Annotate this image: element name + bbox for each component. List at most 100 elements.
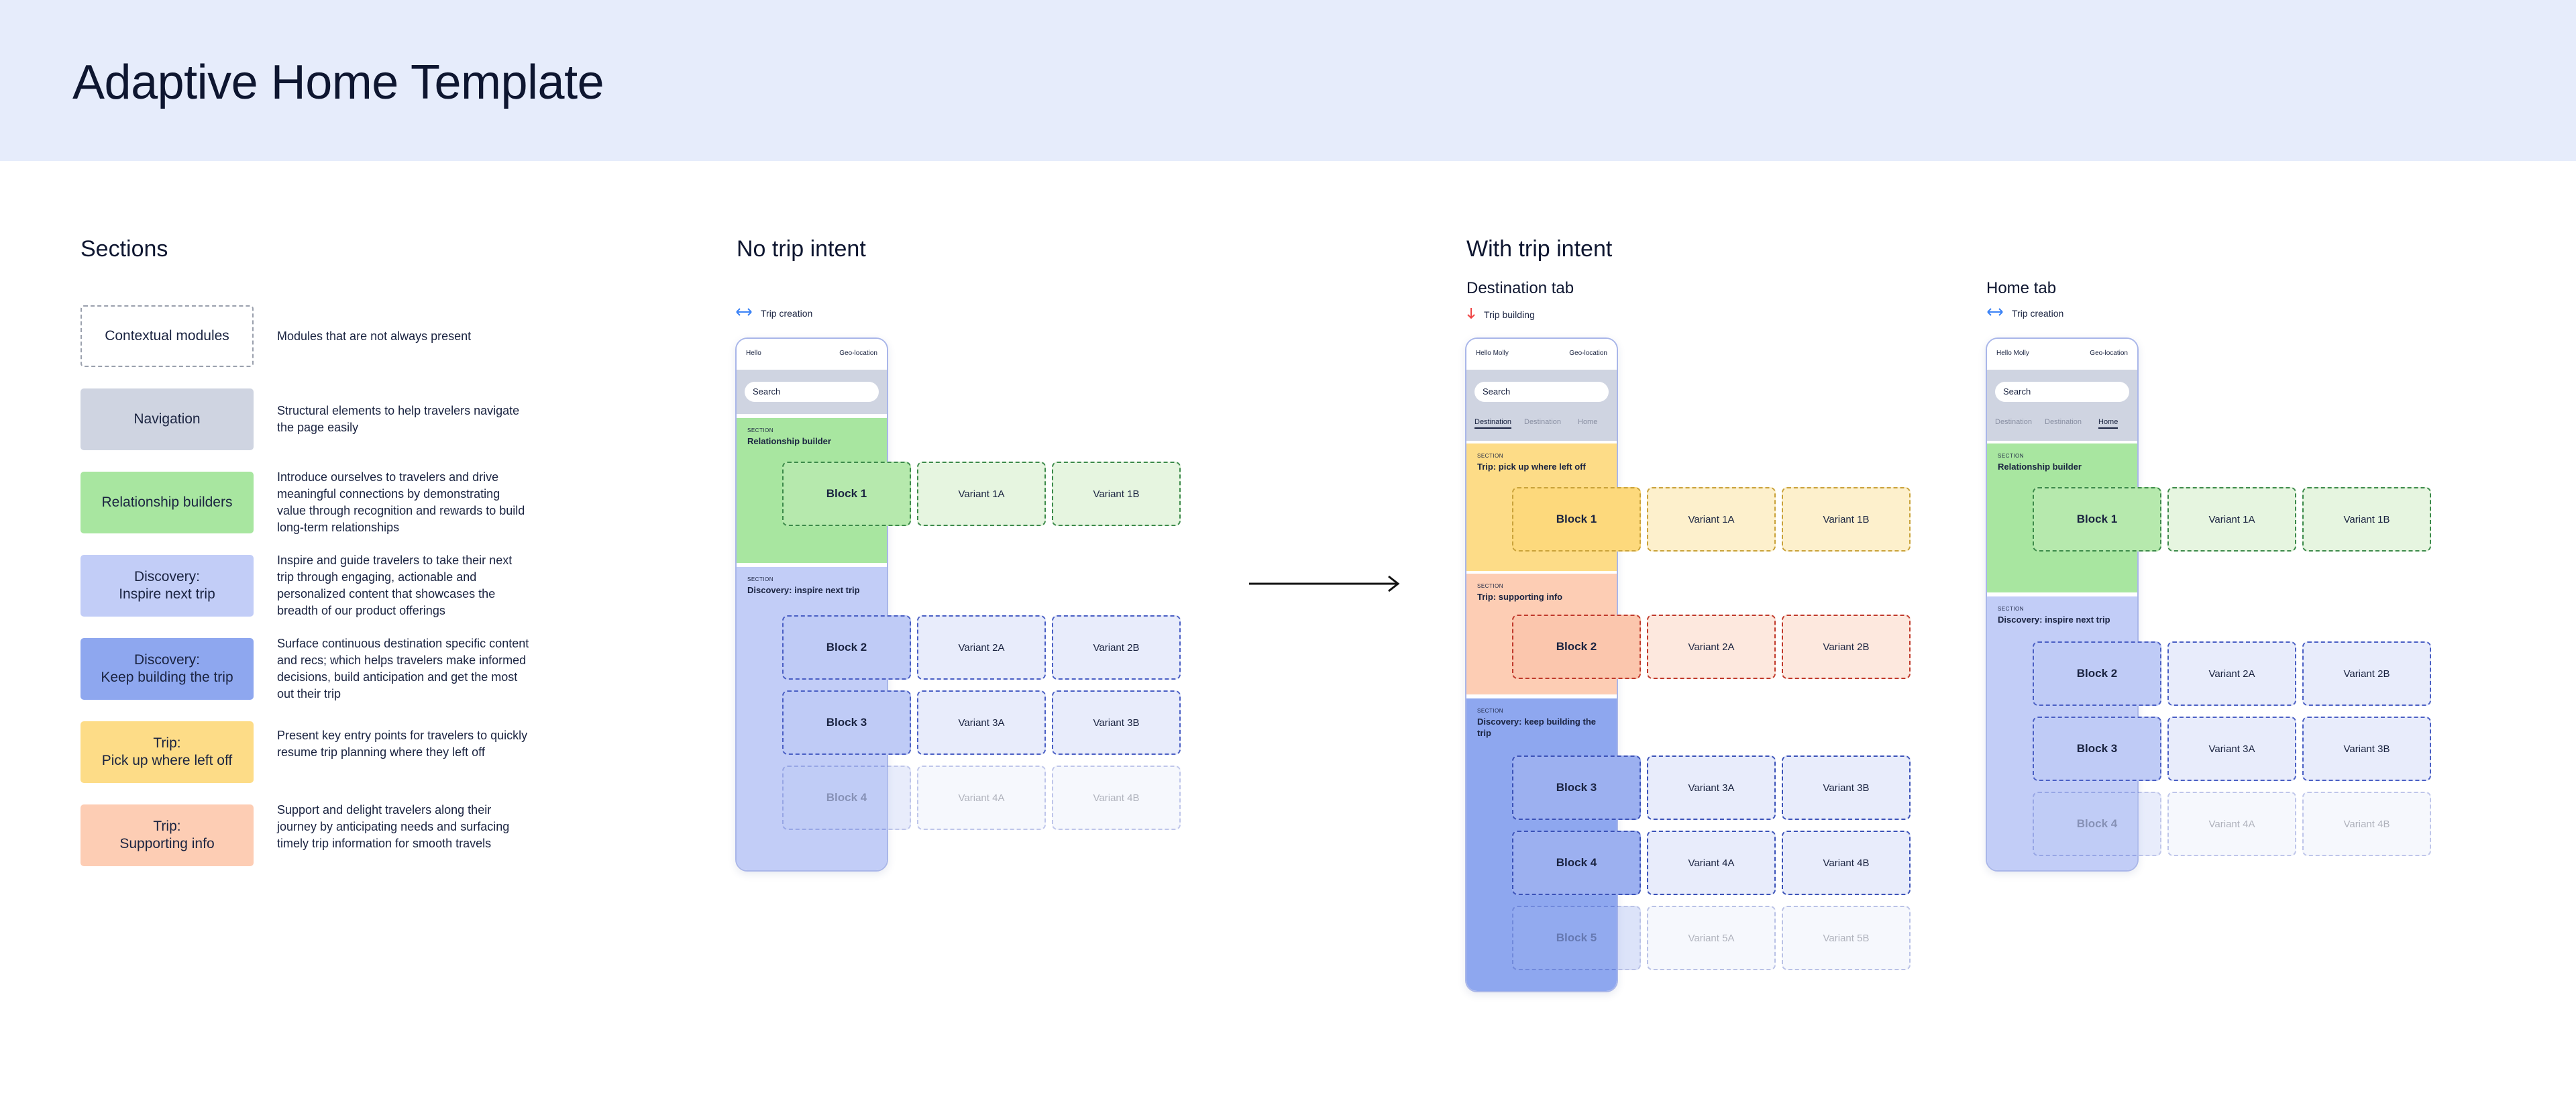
navigation-area: Search Destination Destination Home bbox=[1466, 370, 1617, 441]
search-input[interactable]: Search bbox=[745, 382, 879, 402]
section-caption: SECTION bbox=[1477, 583, 1504, 589]
section-name: Discovery: keep building the trip bbox=[1477, 717, 1596, 738]
variant-block: Variant 5A bbox=[1647, 906, 1776, 970]
tab-destination[interactable]: Destination bbox=[1995, 418, 2033, 426]
page-title: Adaptive Home Template bbox=[72, 56, 604, 109]
section-name: Trip: supporting info bbox=[1477, 592, 1563, 602]
content-block: Block 1 bbox=[1512, 487, 1641, 552]
legend-swatch: Relationship builders bbox=[80, 472, 254, 533]
variant-block: Variant 5B bbox=[1782, 906, 1911, 970]
legend-description: Inspire and guide travelers to take thei… bbox=[277, 554, 513, 617]
with-trip-title: With trip intent bbox=[1466, 236, 1613, 262]
section-caption: SECTION bbox=[1998, 453, 2025, 459]
tab-destination-2[interactable]: Destination bbox=[1524, 418, 1562, 426]
section-name: Trip: pick up where left off bbox=[1477, 462, 1586, 472]
legend-swatch: Contextual modules bbox=[80, 305, 254, 367]
variant-block: Variant 3B bbox=[1052, 690, 1181, 755]
content-block: Block 5 bbox=[1512, 906, 1641, 970]
navigation-area: Search bbox=[737, 370, 887, 414]
intent-label: Trip creation bbox=[761, 307, 813, 319]
section-name: Discovery: inspire next trip bbox=[747, 585, 860, 595]
no-trip-title: No trip intent bbox=[737, 236, 866, 262]
variant-block: Variant 2B bbox=[1052, 615, 1181, 680]
content-block: Block 2 bbox=[1512, 615, 1641, 679]
variant-block: Variant 1A bbox=[917, 462, 1046, 526]
geo-location: Geo-location bbox=[1569, 350, 1607, 357]
section-name: Relationship builder bbox=[747, 436, 831, 446]
destination-intent: Trip building bbox=[1466, 307, 1535, 321]
variant-block: Variant 2B bbox=[2302, 641, 2431, 706]
content-block: Block 1 bbox=[782, 462, 911, 526]
intent-label: Trip building bbox=[1484, 309, 1535, 320]
greeting: Hello Molly bbox=[1476, 350, 1509, 357]
variant-block: Variant 1A bbox=[2167, 487, 2296, 552]
variant-block: Variant 4A bbox=[2167, 792, 2296, 856]
variant-block: Variant 1A bbox=[1647, 487, 1776, 552]
content-block: Block 3 bbox=[1512, 755, 1641, 820]
legend-description: Modules that are not always present bbox=[277, 329, 472, 343]
variant-block: Variant 1B bbox=[2302, 487, 2431, 552]
legend-swatch: Navigation bbox=[80, 388, 254, 450]
variant-block: Variant 2A bbox=[917, 615, 1046, 680]
content-block: Block 1 bbox=[2033, 487, 2161, 552]
no-trip-intent: Trip creation bbox=[735, 307, 812, 319]
variant-block: Variant 3B bbox=[1782, 755, 1911, 820]
content-block: Block 3 bbox=[2033, 717, 2161, 781]
legend-swatch: Trip: Pick up where left off bbox=[80, 721, 254, 783]
variant-block: Variant 4B bbox=[1782, 831, 1911, 895]
tab-destination-2[interactable]: Destination bbox=[2045, 418, 2082, 426]
legend-swatch: Trip: Supporting info bbox=[80, 804, 254, 866]
tab-home[interactable]: Home bbox=[2098, 418, 2118, 429]
variant-block: Variant 1B bbox=[1782, 487, 1911, 552]
section-caption: SECTION bbox=[747, 427, 774, 433]
variant-block: Variant 1B bbox=[1052, 462, 1181, 526]
tab-home[interactable]: Home bbox=[1578, 418, 1598, 426]
navigation-area: Search Destination Destination Home bbox=[1987, 370, 2137, 441]
variant-block: Variant 4A bbox=[917, 766, 1046, 830]
home-intent: Trip creation bbox=[1986, 307, 2063, 319]
legend-description: Structural elements to help travelers na… bbox=[277, 404, 520, 434]
content-block: Block 4 bbox=[1512, 831, 1641, 895]
variant-block: Variant 3A bbox=[1647, 755, 1776, 820]
variant-block: Variant 3A bbox=[2167, 717, 2296, 781]
content-block: Block 4 bbox=[782, 766, 911, 830]
search-input[interactable]: Search bbox=[1474, 382, 1609, 402]
variant-block: Variant 2A bbox=[1647, 615, 1776, 679]
legend-description: Support and delight travelers along thei… bbox=[277, 803, 510, 850]
bidirectional-arrow-icon bbox=[1986, 307, 2004, 319]
geo-location: Geo-location bbox=[839, 350, 877, 357]
variant-block: Variant 4B bbox=[2302, 792, 2431, 856]
legend-description: Surface continuous destination specific … bbox=[277, 637, 529, 700]
legend-description: Present key entry points for travelers t… bbox=[277, 728, 528, 759]
section-caption: SECTION bbox=[1477, 708, 1504, 714]
bidirectional-arrow-icon bbox=[735, 307, 753, 319]
content-block: Block 2 bbox=[782, 615, 911, 680]
section-name: Discovery: inspire next trip bbox=[1998, 615, 2110, 625]
geo-location: Geo-location bbox=[2090, 350, 2128, 357]
search-input[interactable]: Search bbox=[1995, 382, 2129, 402]
greeting: Hello Molly bbox=[1996, 350, 2029, 357]
section-caption: SECTION bbox=[1477, 453, 1504, 459]
tab-destination[interactable]: Destination bbox=[1474, 418, 1512, 429]
legend-description: Introduce ourselves to travelers and dri… bbox=[277, 470, 525, 534]
variant-block: Variant 4A bbox=[1647, 831, 1776, 895]
variant-block: Variant 2B bbox=[1782, 615, 1911, 679]
content-block: Block 3 bbox=[782, 690, 911, 755]
legend-swatch: Discovery: Inspire next trip bbox=[80, 555, 254, 617]
destination-tab-title: Destination tab bbox=[1466, 279, 1574, 297]
variant-block: Variant 4B bbox=[1052, 766, 1181, 830]
section-name: Relationship builder bbox=[1998, 462, 2082, 472]
greeting: Hello bbox=[746, 350, 761, 357]
variant-block: Variant 3B bbox=[2302, 717, 2431, 781]
section-caption: SECTION bbox=[1998, 606, 2025, 612]
variant-block: Variant 3A bbox=[917, 690, 1046, 755]
arrow-down-icon bbox=[1466, 307, 1476, 321]
content-block: Block 2 bbox=[2033, 641, 2161, 706]
home-tab-title: Home tab bbox=[1986, 279, 2057, 297]
variant-block: Variant 2A bbox=[2167, 641, 2296, 706]
content-block: Block 4 bbox=[2033, 792, 2161, 856]
section-caption: SECTION bbox=[747, 576, 774, 582]
intent-label: Trip creation bbox=[2012, 307, 2064, 319]
legend-swatch: Discovery: Keep building the trip bbox=[80, 638, 254, 700]
legend-title: Sections bbox=[80, 236, 168, 262]
